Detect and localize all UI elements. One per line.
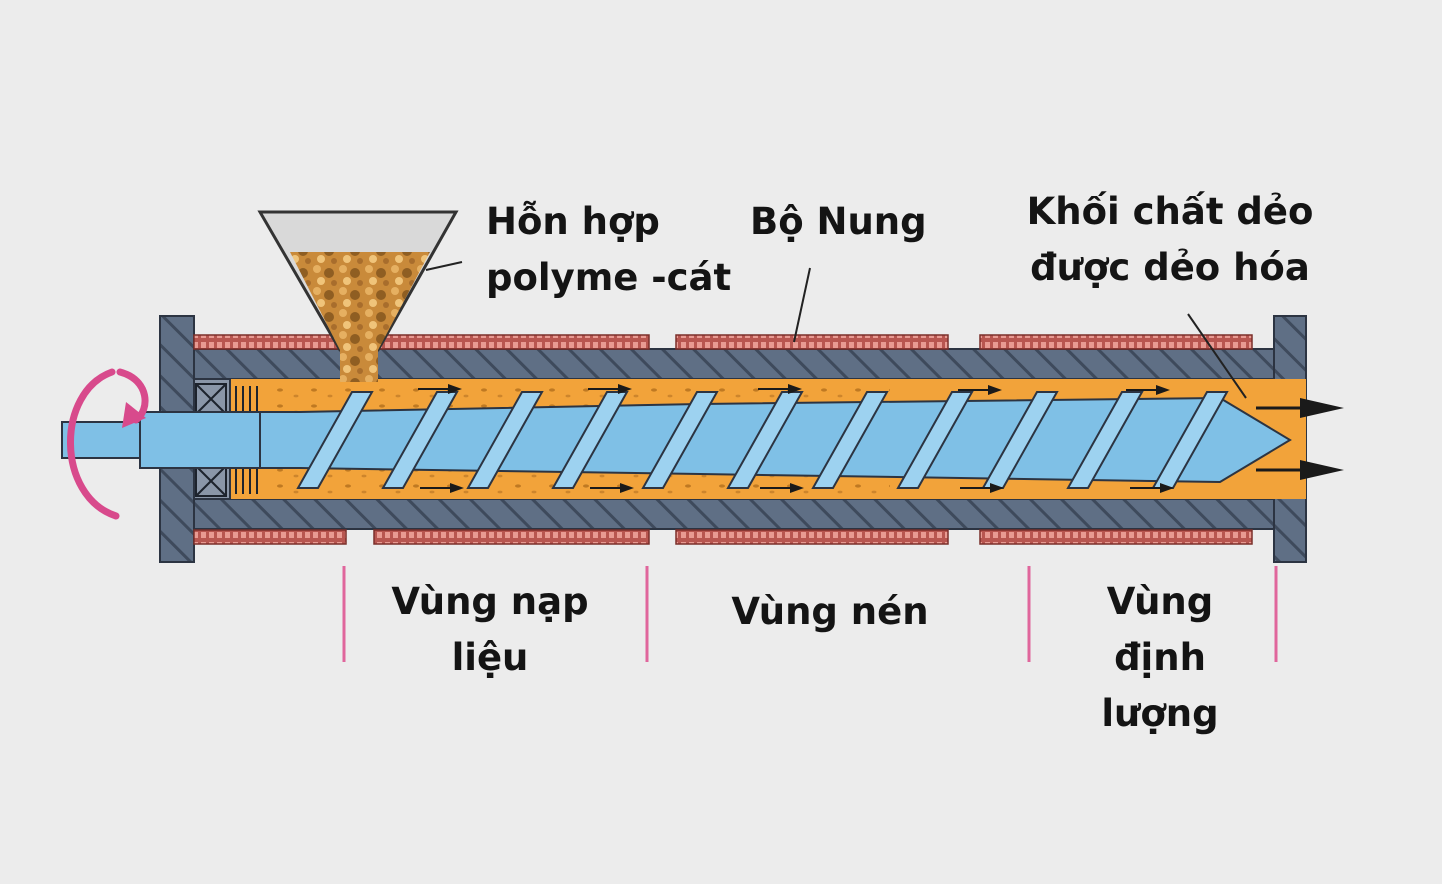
flow-arrow-icon <box>990 483 1004 493</box>
feed-zone-label: Vùng nạp liệu <box>370 574 610 686</box>
barrel-top-wall <box>159 348 1307 380</box>
mixture-label-line-2: polyme -cát <box>486 256 732 299</box>
mixture-label-line-1: Hỗn hợp <box>486 200 660 243</box>
heater-label-line-1: Bộ Nung <box>750 200 927 243</box>
plastic-mass-label: Khối chất dẻo được dẻo hóa <box>1020 184 1320 296</box>
flow-arrow-icon <box>988 385 1002 395</box>
mixture-label: Hỗn hợp polyme -cát <box>486 194 731 306</box>
screw-flight <box>1066 391 1144 489</box>
screw-flight <box>896 391 974 489</box>
hopper-granules <box>290 252 430 350</box>
plastic-mass-pointer <box>1187 313 1247 399</box>
plastic-mass-label-line-2: được dẻo hóa <box>1030 246 1310 289</box>
screw-flight <box>466 391 544 489</box>
rotation-arrowhead-icon <box>122 402 146 428</box>
metering-zone-label-line-2: định <box>1114 636 1206 679</box>
screw-flight <box>641 391 719 489</box>
exit-arrow-icon <box>1300 460 1344 480</box>
heater-band <box>193 529 347 545</box>
screw-flight <box>726 391 804 489</box>
flow-arrow-icon <box>618 384 632 394</box>
metering-zone-label-line-1: Vùng <box>1106 580 1214 623</box>
plastic-mass-label-line-1: Khối chất dẻo <box>1026 190 1314 233</box>
flow-arrow-icon <box>620 483 634 493</box>
flow-arrow-icon <box>1156 385 1170 395</box>
compression-zone-label-line-1: Vùng nén <box>731 590 929 633</box>
mixture-pointer <box>425 261 463 271</box>
feed-zone-label-line-1: Vùng nạp <box>391 580 589 623</box>
barrel-bottom-wall <box>159 498 1307 530</box>
heater-band <box>373 334 650 350</box>
screw-shank <box>139 411 261 469</box>
bearing-cross <box>195 383 227 415</box>
heater-band <box>675 529 949 545</box>
metering-zone-label-line-3: lượng <box>1101 692 1219 735</box>
exit-arrow-icon <box>1300 398 1344 418</box>
flow-arrow-icon <box>448 384 462 394</box>
heater-band <box>373 529 650 545</box>
flow-arrow-icon <box>1160 483 1174 493</box>
flow-arrow-icon <box>450 483 464 493</box>
heater-band <box>979 529 1253 545</box>
screw-flight <box>296 391 374 489</box>
screw-flight <box>811 391 889 489</box>
heater-band <box>193 334 350 350</box>
bearing-cross <box>195 465 227 497</box>
drive-shaft <box>61 421 147 459</box>
heater-label: Bộ Nung <box>750 194 927 250</box>
metering-zone-label: Vùng định lượng <box>1060 574 1260 742</box>
heater-band <box>675 334 949 350</box>
falling-granules <box>340 348 378 382</box>
heater-band <box>979 334 1253 350</box>
compression-zone-label: Vùng nén <box>700 584 960 640</box>
feed-zone-label-line-2: liệu <box>451 636 529 679</box>
flow-arrow-icon <box>790 483 804 493</box>
heater-pointer <box>793 267 811 343</box>
flow-arrow-icon <box>788 384 802 394</box>
